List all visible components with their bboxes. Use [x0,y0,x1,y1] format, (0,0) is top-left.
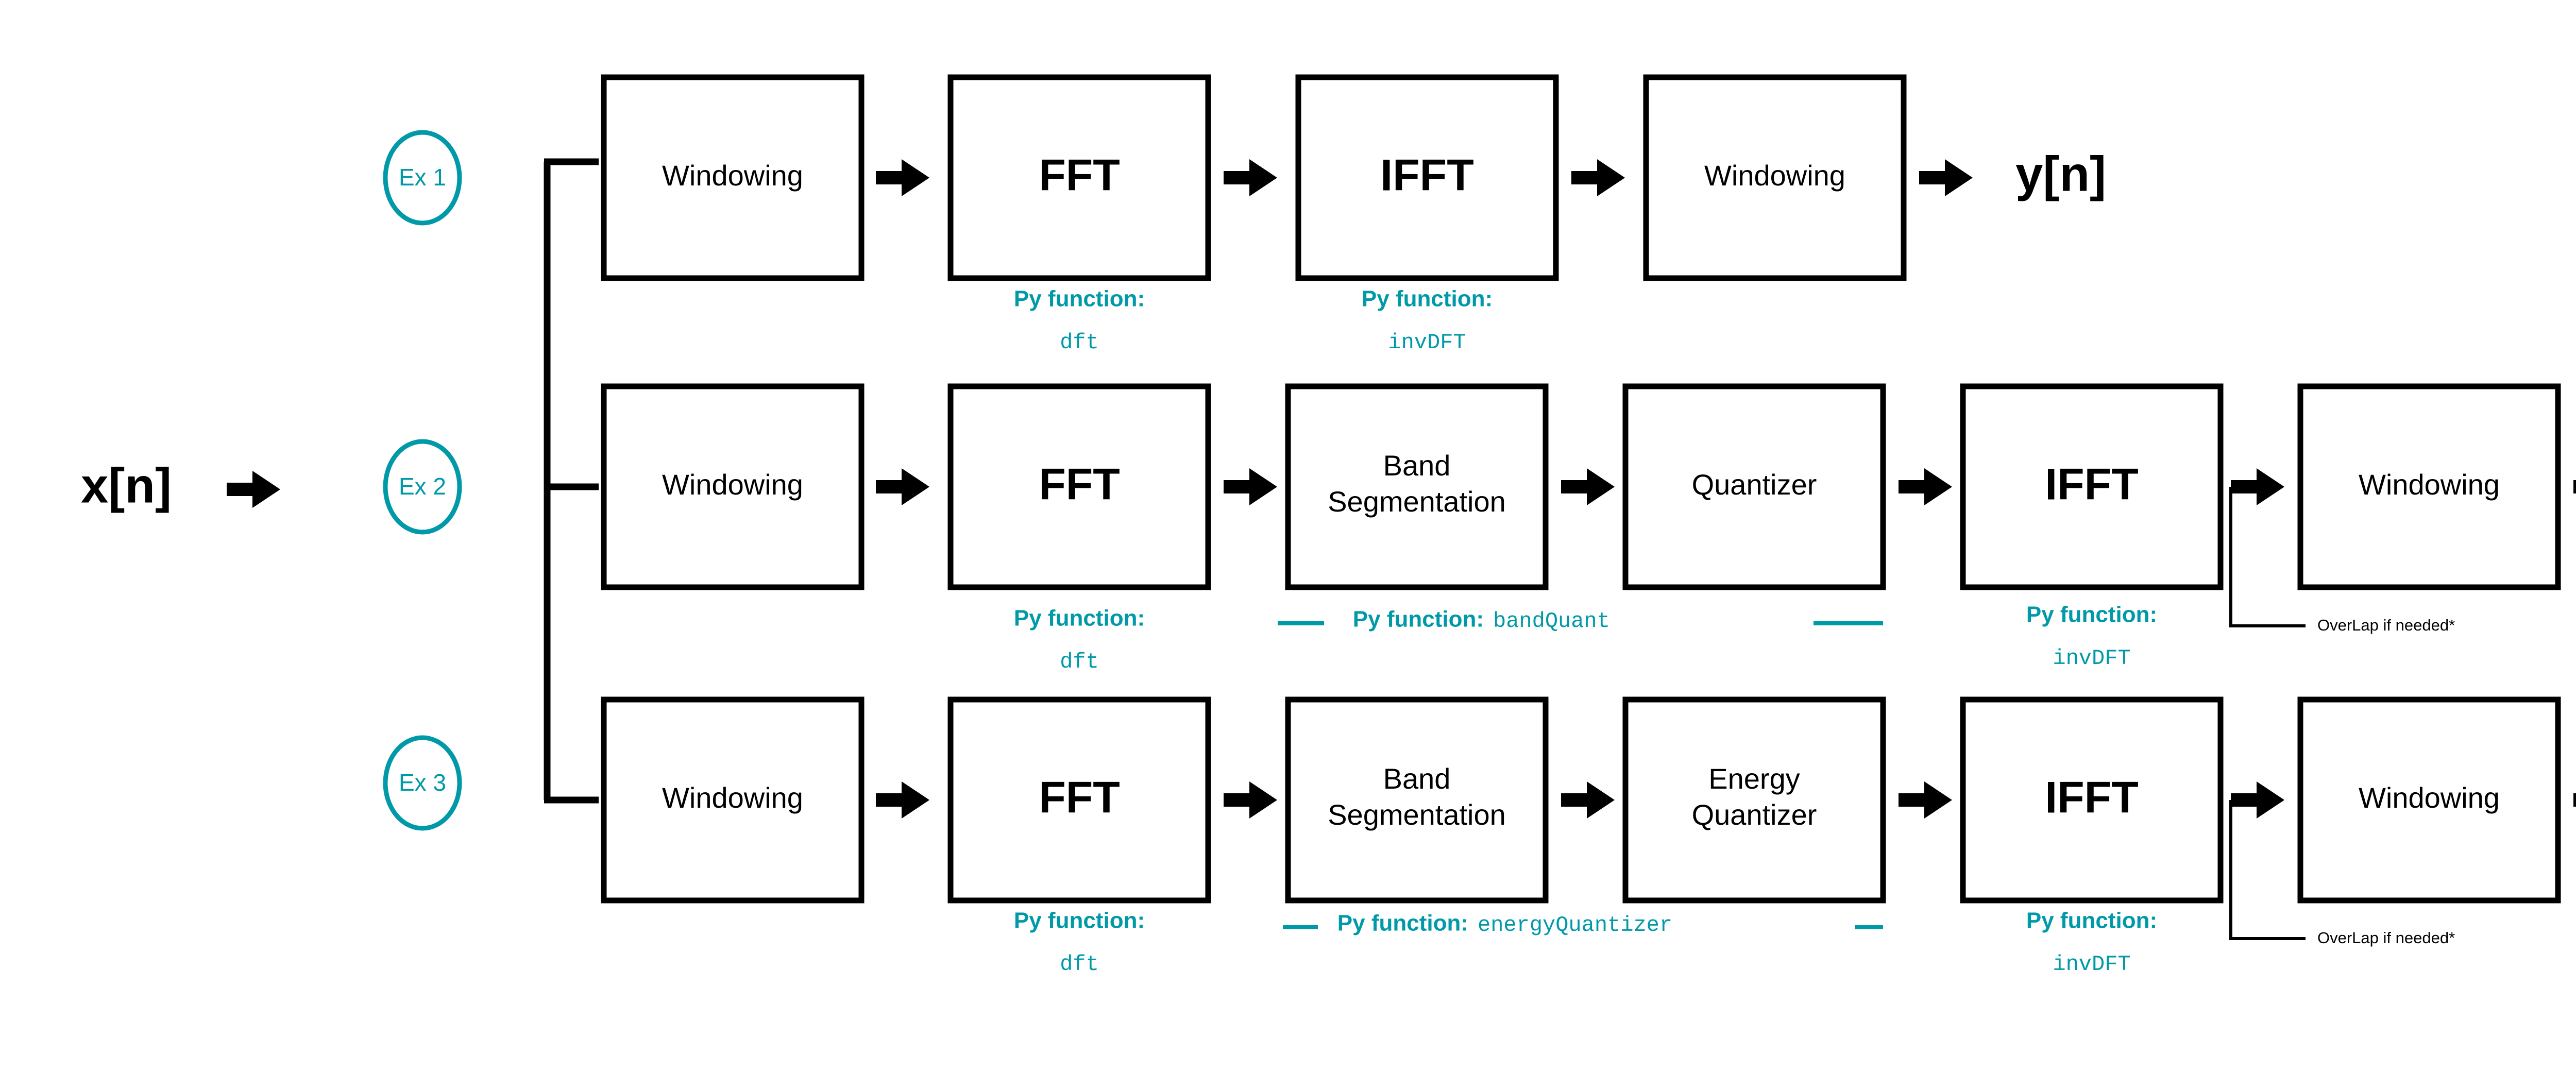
row-ex3-py-dft-head: Py function: [1014,908,1145,933]
row-ex3-block-band-segmentation-label-line1: Band [1383,762,1451,795]
row-ex3-arrow-5-icon [2231,781,2284,819]
row-ex3-block-fft-label: FFT [1039,773,1120,823]
row-ex2-block-windowing[interactable] [601,383,865,590]
row-ex3-block-ifft[interactable] [1960,696,2224,904]
row-ex3-block-energy-quantizer-label-line1: Energy [1708,762,1800,795]
row-ex3-block-band-segmentation[interactable] [1285,696,1549,904]
row-ex3-arrow-1-icon [876,781,929,819]
row-ex2-block-quantizer-label: Quantizer [1692,468,1817,501]
row-ex1: Windowing FFT IFFT Windowing [601,74,2106,355]
row-ex2-py-bandquant-head: Py function: [1353,607,1484,632]
row-ex1-block-fft-label: FFT [1039,151,1120,200]
row-ex2-block-ifft-label: IFFT [2045,460,2139,509]
row-ex2-py-invdft-head: Py function: [2026,602,2157,627]
row-ex1-block-ifft[interactable] [1295,74,1559,281]
row-ex1-block-windowing-out[interactable] [1643,74,1907,281]
row-ex3-py-energyquantizer-head: Py function: [1337,911,1468,936]
row-ex2-arrow-2-icon [1224,468,1277,505]
row-ex3-arrow-2-icon [1224,781,1277,819]
branch-circle-ex2[interactable] [383,439,462,535]
row-ex1-block-ifft-label: IFFT [1380,151,1474,200]
row-ex3: Windowing FFT Band Segmentation Energy Q… [601,696,2576,977]
row-ex2-arrow-5-icon [2231,468,2284,505]
row-ex2-py-bandquant-fn: bandQuant [1493,609,1610,634]
row-ex2-block-band-segmentation-label-line2: Segmentation [1328,485,1506,518]
row-ex1-arrow-2-icon [1224,159,1277,196]
row-ex3-py-energyquantizer-fn: energyQuantizer [1478,913,1672,938]
row-ex1-block-fft[interactable] [947,74,1211,281]
row-ex2-block-fft-label: FFT [1039,460,1120,509]
row-ex3-block-windowing-out[interactable] [2297,696,2561,904]
row-ex2-arrow-1-icon [876,468,929,505]
row-ex3-py-invdft-fn: invDFT [2053,952,2130,977]
row-ex1-block-windowing-label: Windowing [662,159,803,192]
row-ex2-block-windowing-label: Windowing [662,468,803,501]
row-ex1-py-dft-head: Py function: [1014,286,1145,312]
branch-label-ex3: Ex 3 [399,769,446,796]
row-ex3-block-windowing[interactable] [601,696,865,904]
row-ex1-arrow-1-icon [876,159,929,196]
row-ex3-overlap-note: OverLap if needed* [2317,929,2455,947]
branch-circle-ex3[interactable] [383,735,462,831]
row-ex3-overlap-wire [2229,781,2306,940]
row-ex1-py-dft-fn: dft [1060,330,1099,355]
row-ex1-output-label: y[n] [2015,146,2106,201]
row-ex2-py-invdft-fn: invDFT [2053,646,2130,671]
branch-split-tree [544,158,599,804]
row-ex1-block-windowing[interactable] [601,74,865,281]
input-signal-label: x[n] [81,458,172,513]
row-ex3-block-windowing-label: Windowing [662,781,803,814]
row-ex2-arrow-6-icon [2573,468,2576,505]
row-ex2-overlap-wire [2229,468,2306,627]
row-ex1-block-windowing-out-label: Windowing [1704,159,1845,192]
row-ex1-py-invdft-fn: invDFT [1388,330,1466,355]
row-ex2-block-fft[interactable] [947,383,1211,590]
branch-label-ex2: Ex 2 [399,473,446,500]
row-ex3-block-windowing-out-label: Windowing [2359,781,2500,814]
row-ex2-overlap-note: OverLap if needed* [2317,616,2455,634]
row-ex3-arrow-3-icon [1561,781,1615,819]
row-ex2-arrow-3-icon [1561,468,1615,505]
row-ex1-arrow-3-icon [1571,159,1625,196]
row-ex3-block-fft[interactable] [947,696,1211,904]
row-ex2-block-band-segmentation-label-line1: Band [1383,449,1451,482]
row-ex2-block-band-segmentation[interactable] [1285,383,1549,590]
row-ex2-block-windowing-out-label: Windowing [2359,468,2500,501]
row-ex2-arrow-4-icon [1899,468,1952,505]
row-ex2: Windowing FFT Band Segmentation Quantize… [601,383,2576,674]
row-ex3-arrow-4-icon [1899,781,1952,819]
row-ex2-py-dft-head: Py function: [1014,606,1145,631]
input-arrow-icon [227,471,280,508]
row-ex3-block-energy-quantizer[interactable] [1622,696,1886,904]
row-ex2-block-ifft[interactable] [1960,383,2224,590]
row-ex3-block-energy-quantizer-label-line2: Quantizer [1692,798,1817,831]
row-ex2-block-quantizer[interactable] [1622,383,1886,590]
row-ex3-arrow-6-icon [2573,781,2576,819]
row-ex3-block-ifft-label: IFFT [2045,773,2139,823]
row-ex1-py-invdft-head: Py function: [1362,286,1493,312]
row-ex3-py-invdft-head: Py function: [2026,908,2157,933]
branch-label-ex1: Ex 1 [399,164,446,191]
row-ex2-block-windowing-out[interactable] [2297,383,2561,590]
row-ex1-arrow-4-icon [1919,159,1973,196]
branch-circle-ex1[interactable] [383,130,462,226]
row-ex3-block-band-segmentation-label-line2: Segmentation [1328,798,1506,831]
row-ex3-py-dft-fn: dft [1060,952,1099,977]
row-ex2-py-dft-fn: dft [1060,650,1099,674]
